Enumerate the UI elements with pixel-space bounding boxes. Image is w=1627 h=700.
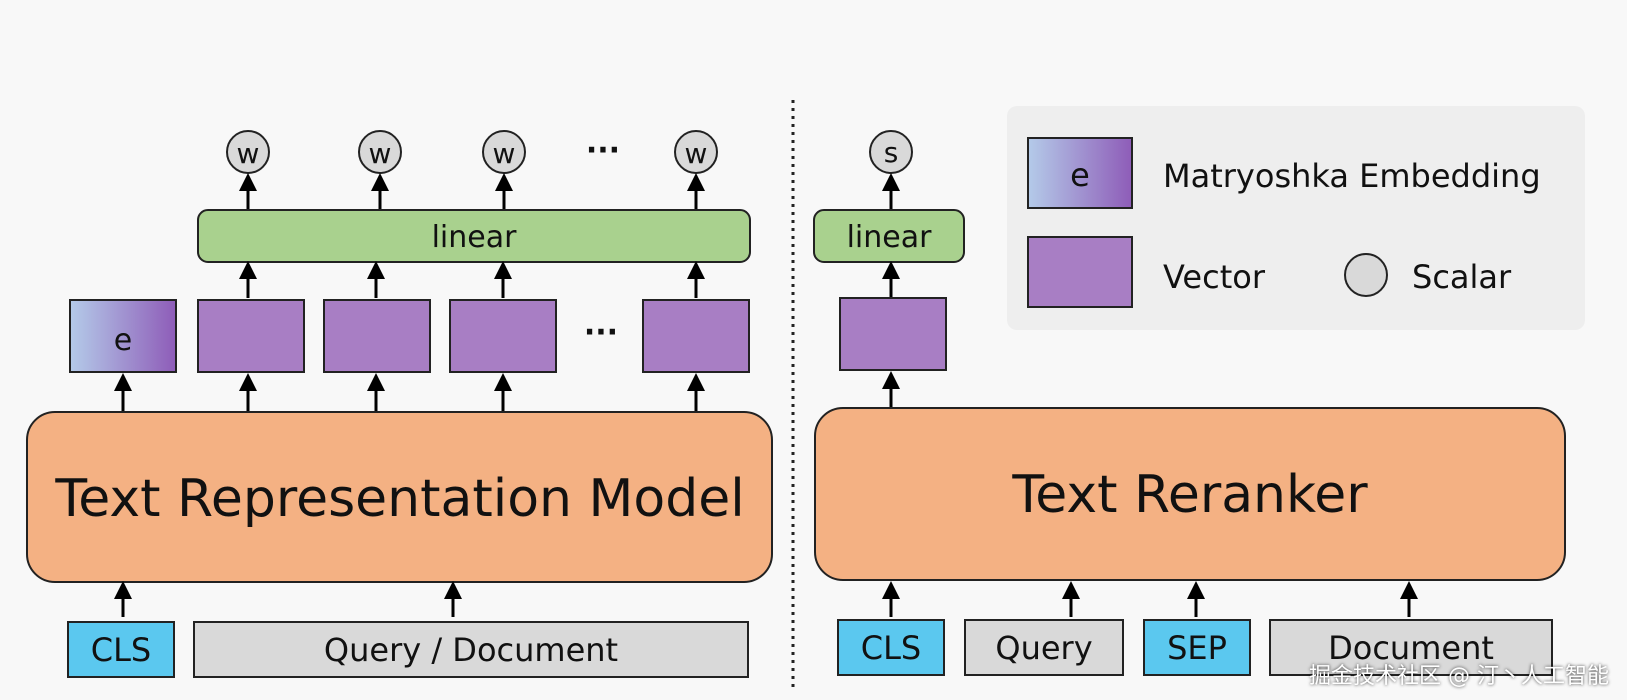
- left-linear-label: linear: [432, 220, 518, 255]
- left-cls-token-label: CLS: [91, 631, 151, 669]
- query-document-input: [193, 621, 749, 678]
- weight-output-1-label: w: [237, 137, 260, 170]
- legend-vector-swatch: [1027, 236, 1133, 308]
- sep-token: [1143, 619, 1251, 676]
- embedding-box-label: e: [114, 323, 132, 358]
- token-vector-n: [642, 299, 750, 373]
- left-panel: w w w ··· w linear e ···: [26, 130, 773, 678]
- text-representation-model: [26, 411, 773, 583]
- query-input-label: Query: [995, 629, 1092, 667]
- left-cls-token: [67, 621, 175, 678]
- right-cls-token-label: CLS: [861, 629, 921, 667]
- document-input-label: Document: [1328, 629, 1494, 667]
- weight-ellipsis: ···: [586, 133, 620, 168]
- token-vector-2: [323, 299, 431, 373]
- document-input: [1269, 619, 1553, 676]
- legend-background: [1007, 106, 1585, 330]
- weight-output-n-label: w: [685, 137, 708, 170]
- reranker-vector: [839, 297, 947, 371]
- legend-embedding-swatch: [1027, 137, 1133, 209]
- score-output-label: s: [884, 136, 899, 169]
- legend-vector-label: Vector: [1163, 258, 1266, 296]
- weight-output-3-label: w: [493, 137, 516, 170]
- right-linear-label: linear: [847, 220, 933, 255]
- legend-scalar-swatch: [1344, 253, 1388, 297]
- legend-embedding-label: Matryoshka Embedding: [1163, 157, 1541, 195]
- sep-token-label: SEP: [1167, 629, 1227, 667]
- token-vector-1: [197, 299, 305, 373]
- text-representation-model-label: Text Representation Model: [54, 469, 744, 529]
- right-cls-token: [837, 619, 945, 676]
- query-input: [964, 619, 1124, 676]
- query-document-input-label: Query / Document: [324, 631, 618, 669]
- text-reranker-model-label: Text Reranker: [1011, 465, 1368, 525]
- right-panel: s linear Text Reranker CLS Query SEP Doc…: [813, 130, 1566, 676]
- vector-ellipsis: ···: [584, 315, 618, 350]
- legend-embedding-symbol: e: [1070, 156, 1090, 194]
- legend-scalar-label: Scalar: [1412, 258, 1512, 296]
- watermark: 掘金技术社区 @ 汀丶人工智能: [1309, 664, 1609, 689]
- token-vector-3: [449, 299, 557, 373]
- legend: e Matryoshka Embedding Vector Scalar: [1007, 106, 1585, 330]
- embedding-box: [69, 299, 177, 373]
- text-reranker-model: [814, 407, 1566, 581]
- weight-output-2-label: w: [369, 137, 392, 170]
- left-linear-layer: [197, 209, 751, 263]
